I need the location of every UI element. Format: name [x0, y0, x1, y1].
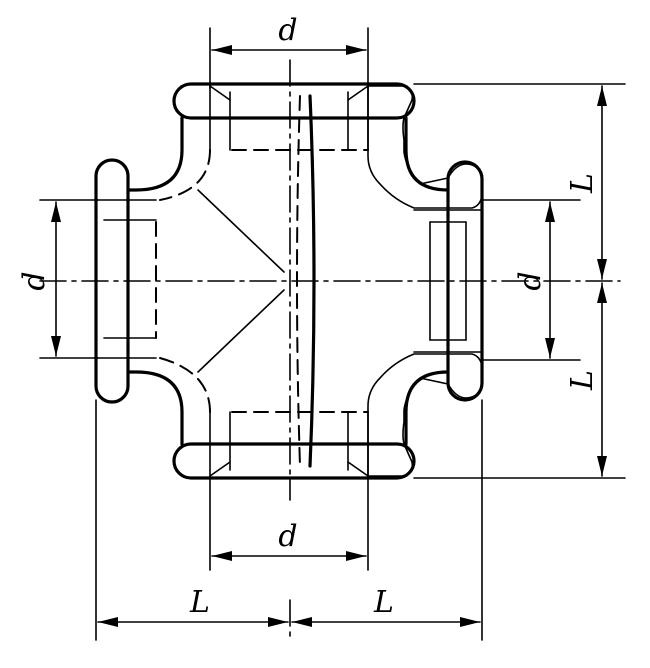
center-lines [39, 59, 621, 501]
dimension-label-L-right-lower: L [565, 370, 600, 391]
dimension-label-d-left: d [17, 271, 52, 290]
hatched-section [367, 85, 483, 477]
dimension-label-L-bottom-right: L [373, 585, 394, 620]
dimension-label-d-bottom: d [278, 519, 297, 554]
dimension-label-L-bottom-left: L [189, 585, 210, 620]
dimension-label-d-top: d [278, 13, 297, 48]
dimension-label-d-right: d [513, 271, 548, 290]
dimension-label-L-right-upper: L [565, 173, 600, 194]
extension-lines [39, 27, 626, 641]
bore-lines [97, 85, 483, 477]
dimension-lines [51, 45, 607, 627]
